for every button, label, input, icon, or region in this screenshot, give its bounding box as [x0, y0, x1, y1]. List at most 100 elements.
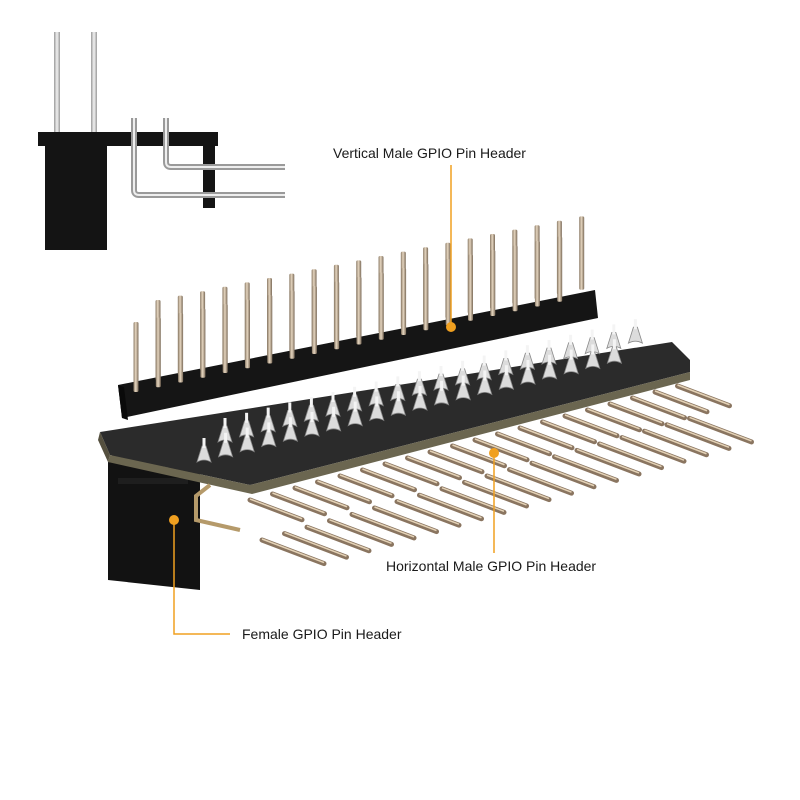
- solder-joint: [606, 339, 623, 365]
- solder-joint: [282, 417, 299, 443]
- vertical-pin: [490, 250, 496, 316]
- horizontal-pin: [462, 479, 529, 509]
- solder-joint: [239, 427, 255, 453]
- solder-joint: [347, 401, 363, 427]
- solder-joint: [477, 370, 493, 396]
- schematic-bent-pins: [131, 118, 285, 198]
- solder-joint: [627, 319, 644, 345]
- horizontal-pin: [315, 479, 372, 505]
- horizontal-pin: [540, 419, 597, 445]
- horizontal-pin-highlight: [407, 456, 460, 478]
- horizontal-pin: [585, 407, 642, 433]
- vertical-pin: [155, 317, 161, 388]
- vertical-pin: [311, 286, 317, 354]
- horizontal-pin: [484, 473, 552, 503]
- horizontal-pin-highlight: [519, 426, 573, 448]
- horizontal-pin-highlight: [587, 408, 640, 430]
- horizontal-pin: [574, 447, 642, 477]
- horizontal-pin-highlight: [654, 390, 708, 412]
- horizontal-pin-highlight: [306, 525, 370, 551]
- vertical-pin: [468, 254, 473, 321]
- vertical-pin: [401, 268, 407, 335]
- solder-joint-row: [196, 319, 644, 463]
- callout-horizontal: Horizontal Male GPIO Pin Header: [386, 448, 596, 574]
- horizontal-pin: [607, 401, 665, 427]
- horizontal-pin: [630, 395, 687, 421]
- schematic-female-body: [45, 132, 107, 250]
- horizontal-pin: [687, 415, 754, 445]
- horizontal-pin: [349, 511, 417, 541]
- horizontal-pin-highlight: [351, 512, 415, 538]
- horizontal-pin-highlight: [261, 538, 325, 564]
- horizontal-pin: [642, 428, 709, 458]
- solder-joint: [217, 432, 234, 458]
- solder-joint: [196, 438, 212, 463]
- bent-pin-left: [194, 483, 241, 532]
- horizontal-pin-highlight: [509, 467, 572, 493]
- pcb-board: [98, 342, 690, 494]
- horizontal-pin: [495, 431, 552, 457]
- horizontal-pin-highlight: [576, 448, 640, 474]
- horizontal-pin: [529, 460, 597, 490]
- horizontal-pin-highlight: [284, 531, 347, 557]
- vertical-pin: [334, 281, 340, 350]
- horizontal-pin: [562, 413, 620, 439]
- horizontal-pin: [675, 383, 732, 409]
- solder-joint: [412, 386, 428, 411]
- horizontal-pin-highlight: [474, 438, 528, 460]
- callout-vertical-dot: [446, 322, 456, 332]
- solder-joint: [563, 349, 579, 375]
- horizontal-pin: [337, 473, 395, 499]
- solder-joint: [455, 375, 471, 401]
- vertical-pin: [200, 308, 206, 378]
- horizontal-pin-highlight: [272, 492, 325, 514]
- horizontal-pin-highlight: [249, 498, 303, 520]
- gpio-adapter-board: [98, 216, 754, 590]
- horizontal-pin-highlight: [497, 432, 550, 454]
- horizontal-pin: [394, 499, 462, 528]
- horizontal-pin: [270, 491, 327, 517]
- horizontal-pin-highlight: [464, 480, 527, 506]
- horizontal-header-label: Horizontal Male GPIO Pin Header: [386, 558, 596, 574]
- vertical-pin: [245, 299, 250, 369]
- vertical-pin-row: [133, 216, 585, 392]
- horizontal-pin: [450, 443, 507, 469]
- solder-joint: [390, 391, 407, 417]
- horizontal-pin-highlight: [429, 450, 483, 472]
- horizontal-pin: [247, 497, 305, 523]
- vertical-pin: [378, 272, 384, 340]
- horizontal-pin: [652, 389, 710, 415]
- callout-vertical: Vertical Male GPIO Pin Header: [333, 145, 526, 332]
- horizontal-pin: [259, 537, 327, 567]
- callout-horizontal-dot: [489, 448, 499, 458]
- horizontal-pin: [382, 461, 440, 487]
- vertical-pin: [178, 313, 184, 383]
- vertical-pin: [222, 304, 228, 373]
- solder-joint: [585, 344, 601, 370]
- horizontal-pin: [597, 441, 664, 471]
- vertical-header-label: Vertical Male GPIO Pin Header: [333, 145, 526, 161]
- horizontal-pin: [304, 524, 372, 554]
- vertical-pin: [423, 263, 429, 331]
- horizontal-pin-highlight: [542, 420, 595, 442]
- horizontal-pin-highlight: [621, 435, 685, 461]
- horizontal-pin-row: [247, 383, 754, 567]
- vertical-pin: [267, 295, 273, 364]
- horizontal-pin-highlight: [666, 423, 730, 449]
- horizontal-pin: [427, 449, 485, 475]
- female-header-label: Female GPIO Pin Header: [242, 626, 402, 642]
- horizontal-pin-highlight: [486, 474, 550, 500]
- horizontal-pin: [360, 467, 417, 493]
- horizontal-pin-highlight: [384, 462, 438, 484]
- vertical-pin: [289, 290, 295, 359]
- horizontal-pin: [405, 455, 462, 481]
- schematic-pcb-bar: [38, 132, 218, 146]
- horizontal-pin-highlight: [452, 444, 505, 466]
- horizontal-pin: [517, 425, 575, 451]
- vertical-pin: [445, 259, 451, 326]
- horizontal-pin-highlight: [564, 414, 618, 436]
- vertical-pin: [133, 322, 139, 392]
- horizontal-pin: [292, 485, 350, 511]
- horizontal-pin: [417, 492, 484, 522]
- horizontal-pin-highlight: [632, 396, 685, 418]
